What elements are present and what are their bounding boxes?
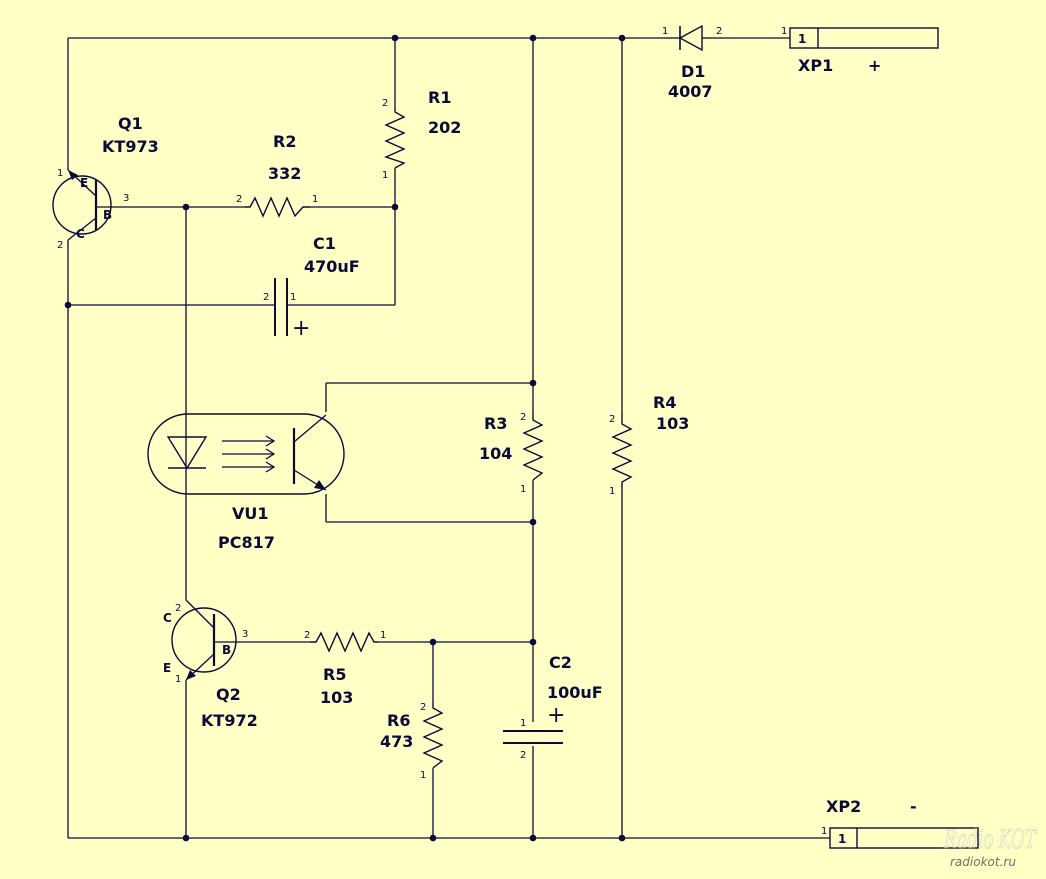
resistor-r3: 2 1 R3 104 <box>479 410 544 495</box>
q2-collector-letter: C <box>163 611 172 625</box>
r2-ref: R2 <box>273 132 296 151</box>
vu1-part: PC817 <box>218 533 275 552</box>
q2-pin2: 2 <box>175 603 181 614</box>
q2-base-letter: B <box>222 643 231 657</box>
resistor-r5: 2 1 R5 103 <box>304 630 386 707</box>
q1-pin1: 1 <box>57 168 63 179</box>
d1-ref: D1 <box>681 62 705 81</box>
q2-emitter-letter: E <box>163 661 171 675</box>
r3-pin1: 1 <box>520 484 526 495</box>
r5-pin1: 1 <box>380 630 386 641</box>
vu1-ref: VU1 <box>232 504 269 523</box>
c1-value: 470uF <box>304 257 360 276</box>
junction-dots <box>64 34 626 842</box>
watermark-logo: Radio KOT radiokot.ru <box>943 825 1037 869</box>
watermark-url: radiokot.ru <box>950 855 1016 869</box>
c1-pin2: 2 <box>263 292 269 303</box>
c2-ref: C2 <box>549 653 572 672</box>
xp2-pin-box: 1 <box>838 832 846 846</box>
r5-pin2: 2 <box>304 630 310 641</box>
r3-value: 104 <box>479 444 512 463</box>
r6-pin1: 1 <box>420 770 426 781</box>
r5-ref: R5 <box>323 665 346 684</box>
r3-pin2: 2 <box>520 412 526 423</box>
d1-pin1: 1 <box>662 26 668 37</box>
d1-part: 4007 <box>668 82 713 101</box>
c2-pin1: 1 <box>520 718 526 729</box>
wires <box>67 37 830 839</box>
q1-emitter-letter: E <box>80 176 88 190</box>
q1-base-letter: B <box>103 208 112 222</box>
q1-pin3: 3 <box>123 193 129 204</box>
r6-value: 473 <box>380 732 413 751</box>
xp2-ref: XP2 <box>826 797 861 816</box>
c1-ref: C1 <box>313 234 336 253</box>
capacitor-c2: 1 2 + C2 100uF <box>503 653 603 761</box>
r3-ref: R3 <box>484 414 507 433</box>
xp2-pin: 1 <box>821 826 827 837</box>
c1-pin1: 1 <box>290 292 296 303</box>
resistor-r4: 2 1 R4 103 <box>609 393 689 497</box>
r6-ref: R6 <box>387 711 410 730</box>
q2-pin3: 3 <box>242 629 248 640</box>
r2-value: 332 <box>268 164 301 183</box>
c2-polarity: + <box>547 703 565 728</box>
r4-pin1: 1 <box>609 486 615 497</box>
xp1-pin: 1 <box>781 26 787 37</box>
capacitor-c1: 2 1 + C1 470uF <box>263 234 360 341</box>
d1-pin2: 2 <box>716 26 722 37</box>
q2-ref: Q2 <box>216 685 241 704</box>
resistor-r2: 2 1 R2 332 <box>236 132 318 218</box>
diode-d1: 1 2 D1 4007 <box>662 24 722 101</box>
watermark-logo-text: Radio KOT <box>943 825 1037 855</box>
connector-xp1: 1 1 XP1 + <box>781 26 939 75</box>
xp1-ref: XP1 <box>798 56 833 75</box>
r4-ref: R4 <box>653 393 676 412</box>
transistor-q1: E C B 1 2 3 Q1 KT973 <box>52 114 159 251</box>
c1-polarity: + <box>292 316 310 341</box>
transistor-q2: C E B 2 1 3 Q2 KT972 <box>163 599 258 730</box>
optocoupler-vu1: VU1 PC817 <box>147 413 345 552</box>
q1-pin2: 2 <box>57 240 63 251</box>
q1-part: KT973 <box>102 137 159 156</box>
c2-value: 100uF <box>547 683 603 702</box>
q1-collector-letter: C <box>76 227 85 241</box>
xp2-sign: - <box>910 797 917 816</box>
xp1-pin-box: 1 <box>798 32 806 46</box>
r4-pin2: 2 <box>609 414 615 425</box>
r2-pin1: 1 <box>312 194 318 205</box>
resistor-r6: 2 1 R6 473 <box>380 702 444 781</box>
r1-pin1: 1 <box>382 170 388 181</box>
r1-ref: R1 <box>428 88 451 107</box>
q2-pin1: 1 <box>175 674 181 685</box>
xp1-sign: + <box>868 56 881 75</box>
q2-part: KT972 <box>201 711 258 730</box>
connector-xp2: 1 1 XP2 - <box>821 797 979 849</box>
q1-ref: Q1 <box>118 114 143 133</box>
resistor-r1: 2 1 R1 202 <box>382 88 461 181</box>
r5-value: 103 <box>320 688 353 707</box>
r2-pin2: 2 <box>236 194 242 205</box>
c2-pin2: 2 <box>520 750 526 761</box>
r1-value: 202 <box>428 118 461 137</box>
r1-pin2: 2 <box>382 98 388 109</box>
r4-value: 103 <box>656 414 689 433</box>
r6-pin2: 2 <box>420 702 426 713</box>
